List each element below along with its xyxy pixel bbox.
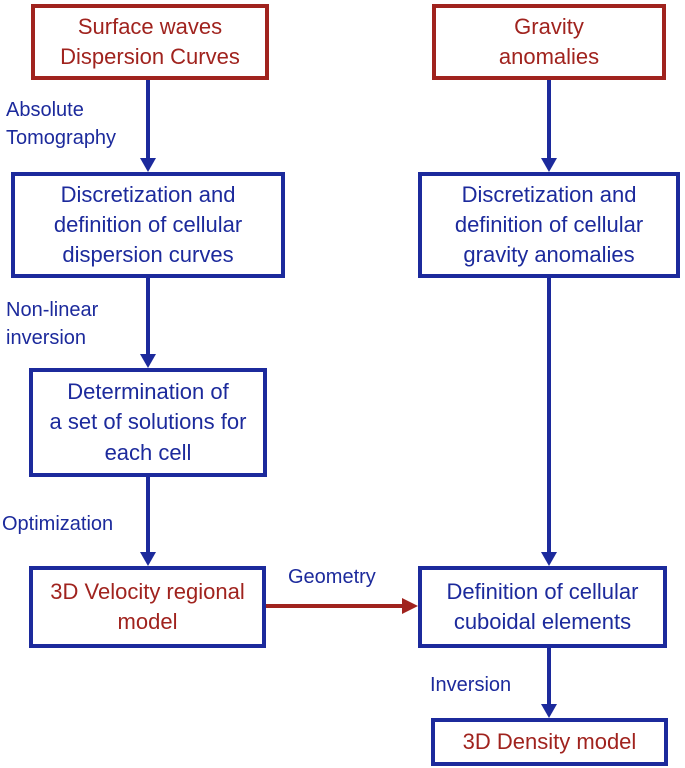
box-surface-waves: Surface waves Dispersion Curves bbox=[31, 4, 269, 80]
box-determination: Determination of a set of solutions for … bbox=[29, 368, 267, 477]
arrowhead-gravity-to-discretization bbox=[541, 158, 557, 172]
box-cuboidal-elements: Definition of cellular cuboidal elements bbox=[418, 566, 667, 648]
arrowhead-discretization-to-cuboidal bbox=[541, 552, 557, 566]
box-gravity-anomalies: Gravity anomalies bbox=[432, 4, 666, 80]
arrowhead-discretization-to-determination bbox=[140, 354, 156, 368]
arrowhead-velocity-to-cuboidal bbox=[402, 598, 418, 614]
arrowhead-cuboidal-to-density bbox=[541, 704, 557, 718]
label-absolute-tomography: Absolute Tomography bbox=[6, 99, 117, 149]
box-density-model: 3D Density model bbox=[431, 718, 668, 766]
box-discretization-dispersion: Discretization and definition of cellula… bbox=[11, 172, 285, 278]
arrowhead-determination-to-velocity bbox=[140, 552, 156, 566]
label-optimization: Optimization bbox=[2, 513, 114, 535]
label-geometry: Geometry bbox=[288, 566, 376, 588]
label-nonlinear-inversion: Non-linear inversion bbox=[6, 299, 99, 349]
arrowhead-surface-to-discretization bbox=[140, 158, 156, 172]
box-discretization-gravity: Discretization and definition of cellula… bbox=[418, 172, 680, 278]
label-inversion: Inversion bbox=[430, 674, 512, 696]
box-velocity-model: 3D Velocity regional model bbox=[29, 566, 266, 648]
